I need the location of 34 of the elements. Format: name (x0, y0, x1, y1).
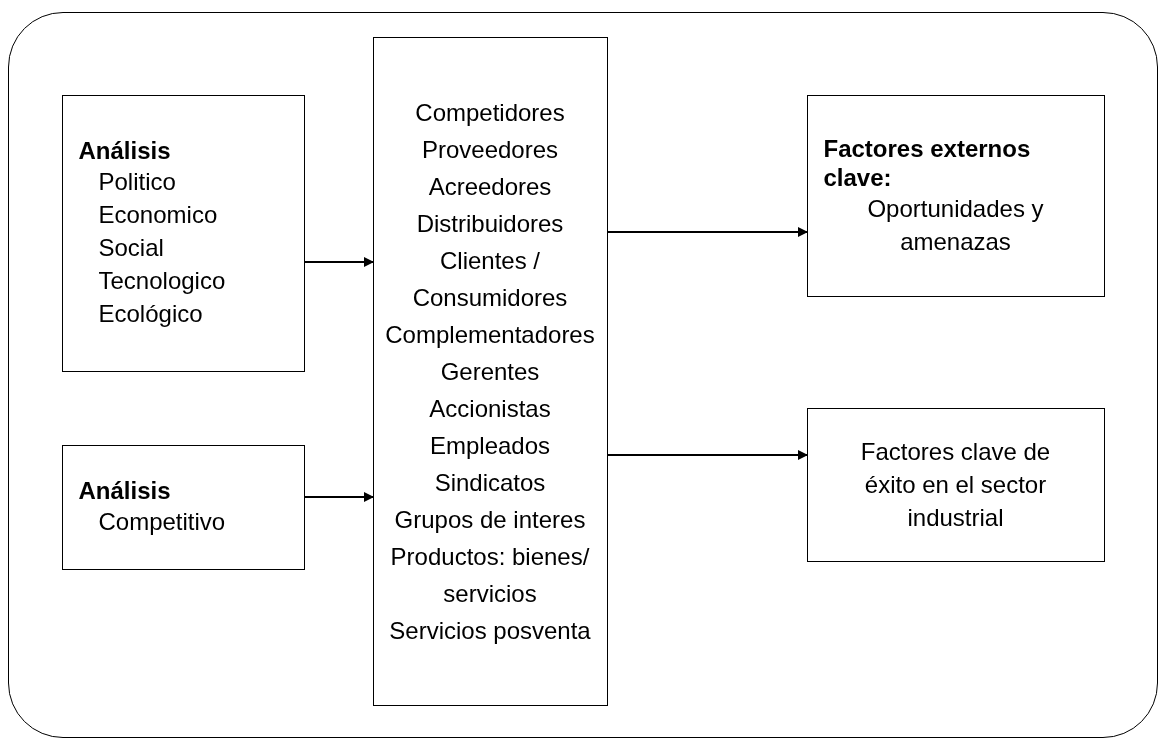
list-item: Competitivo (97, 507, 226, 537)
list-item: Distribuidores (416, 208, 564, 239)
list-item: Tecnologico (97, 266, 226, 296)
list-item: Accionistas (429, 393, 551, 424)
list-item: Empleados (429, 430, 551, 461)
list-item: Clientes / Consumidores (411, 245, 569, 313)
heading-text: Análisis (78, 136, 171, 165)
list-item: Competidores (415, 97, 565, 128)
list-item: Complementadores (385, 319, 595, 350)
list-item: Productos: bienes/ servicios (389, 541, 591, 609)
body-text: Oportunidades y amenazas (866, 193, 1045, 257)
list-item: Sindicatos (434, 467, 546, 498)
list-item: Ecológico (97, 299, 203, 329)
text-box (61, 94, 305, 372)
list-item: Social (97, 233, 164, 263)
list-item: Proveedores (421, 134, 559, 165)
text-box (806, 94, 1105, 297)
arrow (607, 227, 808, 237)
text-box (61, 444, 305, 570)
frame-box (8, 12, 1158, 738)
list-item: Acreedores (428, 171, 552, 202)
heading-text: Análisis (78, 476, 171, 505)
list-item: Grupos de interes (394, 504, 586, 535)
list-item: Gerentes (440, 356, 540, 387)
heading-text: Factores externos clave: (823, 133, 1032, 192)
list-item: Politico (97, 167, 176, 197)
text-box (806, 407, 1105, 562)
list-item: Servicios posventa (389, 615, 591, 646)
arrow (607, 450, 808, 460)
text-box (372, 36, 608, 706)
body-text: Factores clave de éxito en el sector industrial (859, 437, 1052, 533)
arrow (304, 492, 374, 502)
arrow (304, 257, 374, 267)
list-item: Economico (97, 200, 218, 230)
